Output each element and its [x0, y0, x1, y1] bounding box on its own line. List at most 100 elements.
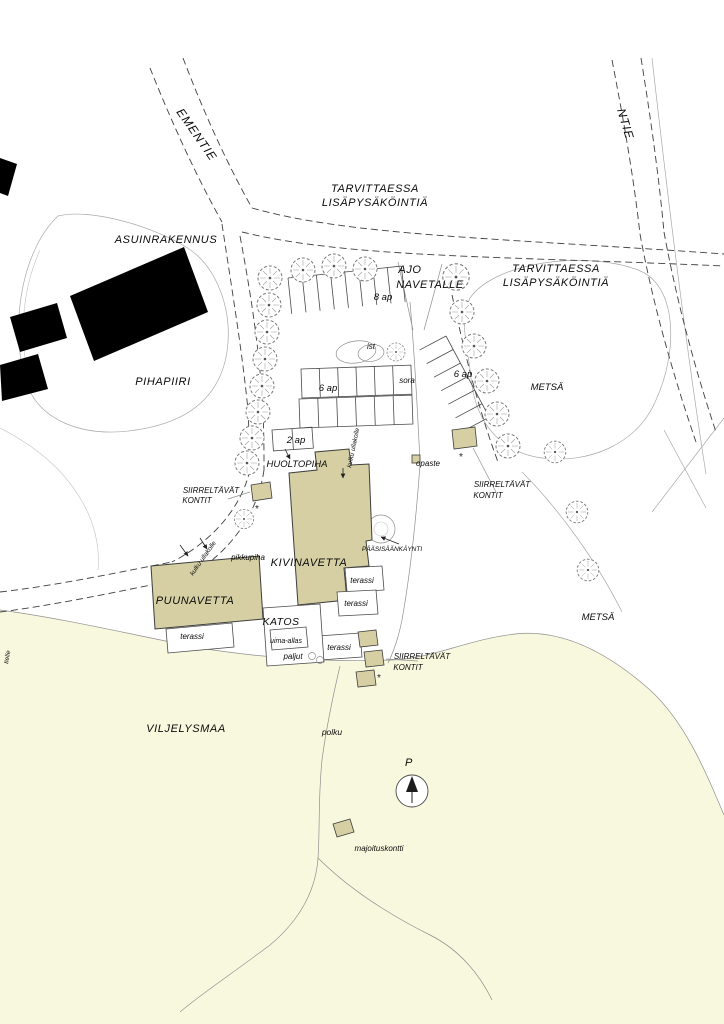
north-arrow-icon	[395, 774, 429, 808]
building-asuinrakennus	[70, 247, 208, 361]
access-arrows	[179, 448, 400, 557]
label-parking-8ap: 8 ap	[374, 292, 393, 303]
terraces	[165, 565, 385, 661]
building-outbuilding-1	[10, 303, 67, 352]
label-parking-6ap-right: 6 ap	[454, 369, 473, 380]
label-katos: KATOS	[262, 616, 299, 628]
label-opaste: opaste	[416, 459, 441, 468]
tree-icon	[474, 368, 500, 394]
tree-icon	[449, 299, 475, 325]
label-uima-allas: uima-allas	[270, 638, 302, 645]
label-extra-parking-right-1: TARVITTAESSA	[512, 263, 600, 275]
tree-icon	[252, 346, 278, 372]
tree-icon	[484, 401, 510, 427]
tree-icon	[249, 373, 275, 399]
label-extra-parking-top-1: TARVITTAESSA	[331, 183, 419, 195]
label-extra-parking-top-2: LISÄPYSÄKÖINTIÄ	[322, 197, 428, 209]
label-metsa-lower: METSÄ	[582, 612, 615, 623]
labels: EMENTIE NTIE tielle TARVITTAESSA LISÄPYS…	[3, 106, 637, 853]
hot-tub-2	[316, 656, 324, 664]
label-metsa-upper: METSÄ	[531, 382, 564, 393]
label-kontit-left-2: KONTIT	[182, 496, 212, 505]
field-boundary	[0, 609, 724, 816]
tree-icon	[543, 440, 567, 464]
contour-lines	[0, 57, 724, 613]
tree-icon	[461, 333, 487, 359]
tree-icon	[234, 450, 260, 476]
tree-icon	[290, 257, 316, 283]
label-kivinavetta: KIVINAVETTA	[271, 557, 348, 569]
leader-lines	[227, 447, 497, 662]
tree-icon	[254, 319, 280, 345]
container-bottom-2	[363, 649, 385, 668]
label-polku: polku	[321, 727, 343, 737]
label-pikkupiha: pikkupiha	[230, 553, 265, 562]
hot-tub-1	[308, 652, 316, 660]
container-majoitus	[332, 818, 355, 838]
terrace-right-2	[336, 589, 379, 617]
label-asuinrakennus: ASUINRAKENNUS	[114, 234, 218, 246]
roads	[0, 57, 724, 613]
label-terassi-bottom: terassi	[327, 643, 351, 652]
parking-6ap-left	[300, 364, 413, 399]
label-kontit-right-2: KONTIT	[473, 491, 503, 500]
label-kontit-left-1: SIIRRELTÄVÄT	[183, 486, 240, 495]
label-road-left-edge: tielle	[3, 650, 12, 665]
label-terassi-right-2: terassi	[344, 599, 368, 608]
containers	[250, 426, 478, 838]
label-sora: sora	[399, 376, 415, 385]
label-parking-2ap: 2 ap	[286, 435, 306, 446]
tree-icon	[565, 500, 589, 524]
building-outbuilding-2	[0, 354, 48, 401]
label-ist: ist	[367, 342, 376, 351]
label-puunavetta: PUUNAVETTA	[156, 595, 235, 607]
tree-icon	[257, 265, 283, 291]
footpaths	[179, 665, 493, 1013]
container-marker-bottom: *	[377, 673, 381, 684]
label-paasisaankaynti: PÄÄSISÄÄNKÄYNTI	[362, 545, 423, 553]
planting-area	[335, 340, 385, 364]
label-kontit-bottom-2: KONTIT	[393, 663, 423, 672]
parking-row-2	[298, 394, 414, 429]
parking-2ap	[271, 426, 314, 452]
tree-icon	[256, 292, 282, 318]
field-viljelysmaa	[0, 610, 724, 1024]
container-bottom-1	[357, 629, 379, 648]
label-paljut: paljut	[282, 652, 303, 661]
terrace-left	[165, 622, 235, 654]
tree-icon	[352, 256, 378, 282]
tree-icon	[239, 425, 265, 451]
tree-icon	[495, 433, 521, 459]
tree-icon	[321, 253, 347, 279]
building-edge-fragment	[0, 158, 17, 196]
terrace-right-1	[344, 565, 385, 593]
label-north: P	[405, 757, 413, 769]
yard-lines	[387, 261, 443, 664]
label-ajo-navetalle-1: AJO	[397, 264, 421, 276]
label-pihapiiri: PIHAPIIRI	[135, 376, 191, 388]
label-viljelysmaa: VILJELYSMAA	[146, 723, 226, 735]
container-right	[451, 426, 478, 450]
container-bottom-3	[355, 669, 377, 688]
label-terassi-left: terassi	[180, 632, 204, 641]
building-puunavetta	[150, 555, 264, 630]
label-huoltopiha: HUOLTOPIHA	[267, 459, 328, 470]
swimming-pool	[269, 626, 309, 651]
container-left	[250, 481, 273, 502]
label-parking-6ap-left: 6 ap	[319, 383, 338, 394]
container-marker-right: *	[459, 452, 463, 463]
tree-icon	[386, 342, 406, 362]
tree-icon	[576, 558, 600, 582]
label-ajo-navetalle-2: NAVETALLE	[396, 279, 464, 291]
label-kontit-bottom-1: SIIRRELTÄVÄT	[394, 652, 451, 661]
tree-icon	[233, 508, 255, 529]
existing-buildings	[0, 158, 208, 401]
sign-opaste	[411, 454, 421, 464]
container-marker-left: *	[255, 504, 259, 515]
label-kontit-right-1: SIIRRELTÄVÄT	[474, 480, 531, 489]
tree-icon	[245, 399, 271, 425]
label-extra-parking-right-2: LISÄPYSÄKÖINTIÄ	[503, 277, 609, 289]
label-majoituskontti: majoituskontti	[355, 844, 404, 853]
